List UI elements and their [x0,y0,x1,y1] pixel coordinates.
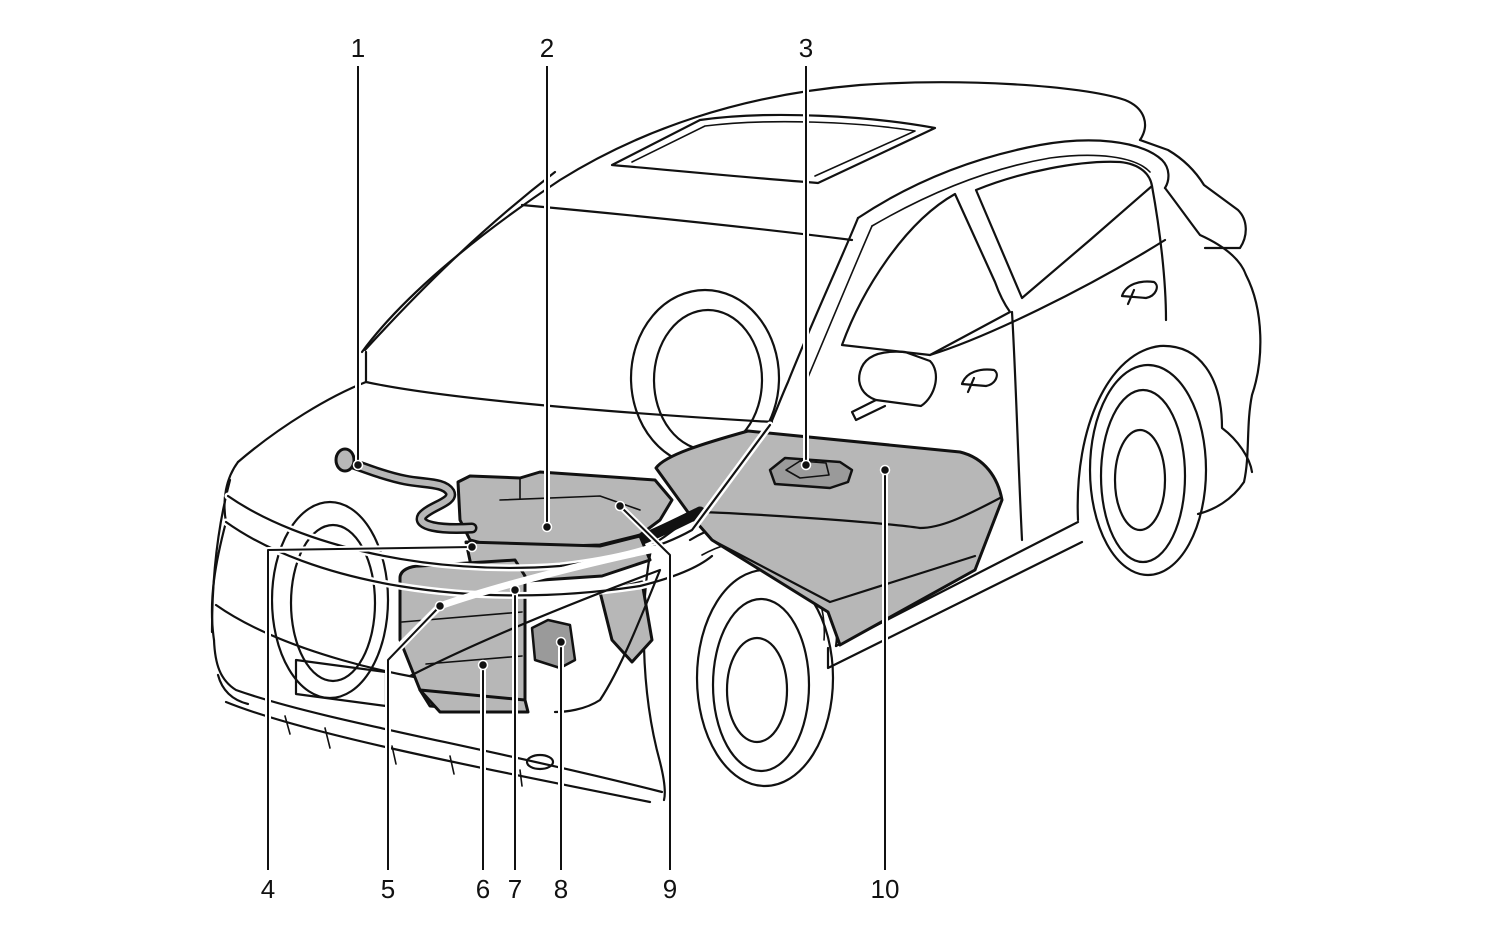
bumper-vents [284,715,523,787]
far-a-pillar [363,170,557,352]
callout-label-2: 2 [540,33,554,63]
leader-line-10 [879,464,891,870]
bumper-crossmember [408,568,662,714]
leader-line-3 [800,66,812,471]
callout-dot-2 [541,521,553,533]
side-mirror [858,350,938,408]
near-a-pillar-inner [805,225,873,383]
side-mirror-arm [850,398,887,422]
rear-spoiler [1138,138,1247,250]
near-roof-rail-inner [871,154,1151,227]
callout-label-9: 9 [663,874,677,904]
leader-line-1 [352,66,364,471]
callout-label-6: 6 [476,874,490,904]
near-rear-wheel [1088,363,1208,577]
callout-dot-7 [509,584,521,596]
charge-component [530,618,577,670]
charge-port-connector [334,447,356,473]
headlight [210,478,232,634]
rear-door-edge [1150,184,1168,322]
wheels [270,288,1208,788]
battery-top-box [768,456,854,490]
battery-pack-edges [688,496,1002,604]
leader-line-4 [265,541,478,870]
reducer-plate [418,688,530,714]
front-bumper [212,638,664,794]
windshield-cowl [364,350,774,424]
rear-door-window [974,160,1154,300]
sunroof [610,113,937,185]
near-roof-rail [856,139,1170,220]
callout-dot-3 [800,459,812,471]
callout-dot-6 [477,659,489,671]
far-hood-edge [236,380,368,464]
callout-dot-5 [434,600,446,612]
callout-label-3: 3 [799,33,813,63]
leader-line-9 [614,500,673,870]
car-body [210,81,1262,804]
rear-wheel-arch [1076,344,1254,522]
battery-pack [654,429,1004,647]
leader-line-6 [477,659,489,870]
battery-top-box-inner [785,460,830,479]
sunroof-inner [631,120,916,177]
callout-dot-10 [879,464,891,476]
inverter-ridge [499,477,641,511]
front-door-handle [960,368,998,394]
rear-hatch [1163,186,1262,516]
hv-cable-to-battery [634,506,706,546]
callout-dot-4 [466,541,478,553]
callout-label-4: 4 [261,874,275,904]
callout-label-7: 7 [508,874,522,904]
leader-line-2 [541,66,553,533]
leader-line-7 [509,584,521,870]
callout-label-5: 5 [381,874,395,904]
leader-line-8 [555,636,567,870]
rear-door-handle [1120,280,1158,306]
callout-dot-1 [352,459,364,471]
leader-lines [265,66,891,870]
side-crease [928,238,1167,357]
fog-light [525,753,555,771]
callout-dot-8 [555,636,567,648]
front-fender [642,543,666,802]
callout-dot-9 [614,500,626,512]
near-a-pillar [768,216,860,427]
leader-line-5 [385,600,446,870]
windshield-top-edge [520,203,854,242]
charge-cable [339,455,478,534]
callout-label-8: 8 [554,874,568,904]
b-pillar-door-line [1010,310,1024,542]
callout-label-10: 10 [871,874,900,904]
callout-label-1: 1 [351,33,365,63]
hood-lower-edge [224,520,714,597]
callout-labels: 1 2 3 4 5 6 7 8 9 10 [261,33,900,904]
front-door-window [840,192,1012,357]
